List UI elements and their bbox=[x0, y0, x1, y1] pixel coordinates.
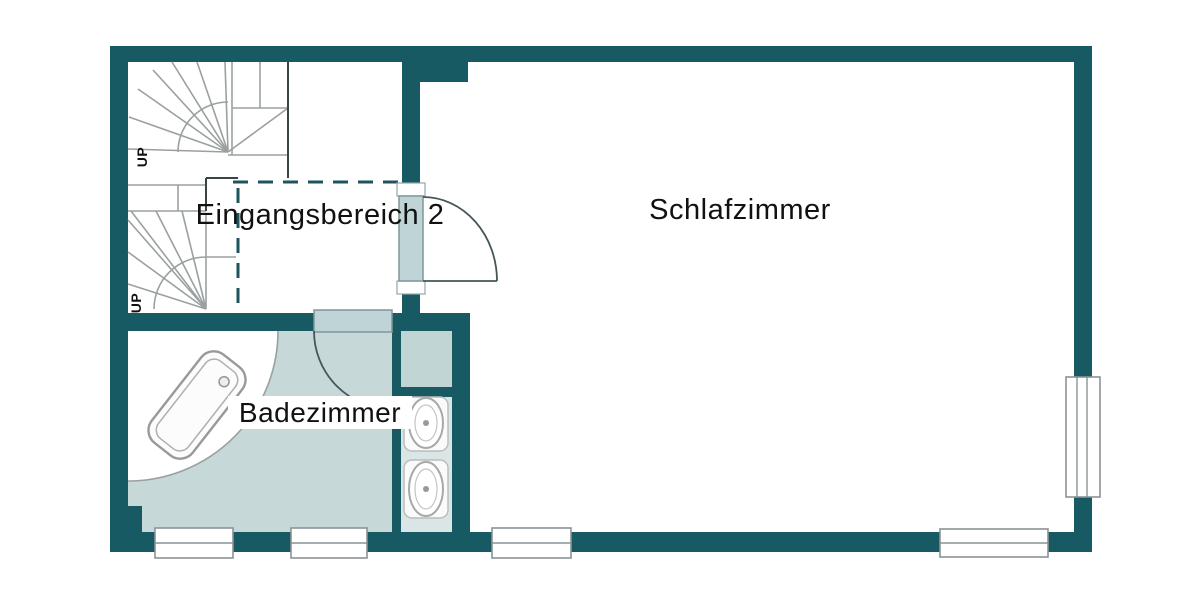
windows bbox=[154, 376, 1101, 559]
shower-alcove bbox=[401, 331, 452, 387]
door-panel bbox=[313, 309, 393, 333]
door-panel bbox=[398, 195, 424, 282]
bathtub bbox=[147, 350, 247, 460]
up-label-lower-stairs: UP bbox=[128, 293, 144, 313]
wall-pier-top bbox=[402, 62, 468, 82]
staircase-lower bbox=[127, 178, 236, 310]
up-label-upper-stairs: UP bbox=[134, 147, 150, 167]
bathroom-label-backdrop bbox=[228, 396, 412, 429]
sink-drain bbox=[423, 486, 429, 492]
room-label-bathroom: Badezimmer bbox=[239, 397, 401, 428]
sink-drain bbox=[423, 420, 429, 426]
wall-bedroom-west-upper bbox=[402, 62, 420, 196]
wall-top bbox=[110, 46, 1092, 62]
wall-alcove-left bbox=[392, 331, 401, 532]
wall-bottom-left-block bbox=[110, 506, 142, 552]
wall-bathroom-top-left bbox=[128, 313, 315, 331]
sink-1 bbox=[403, 396, 449, 452]
entrance-boundary-dashed bbox=[233, 180, 402, 313]
staircase-upper bbox=[127, 61, 289, 179]
bathtub-area-arc bbox=[127, 330, 279, 482]
door-swing-arc bbox=[422, 196, 498, 282]
bathtub-drain bbox=[218, 375, 230, 388]
room-label-entrance: Eingangsbereich 2 bbox=[196, 199, 445, 231]
wall-bedroom-west-lower bbox=[452, 331, 470, 532]
bedroom-door bbox=[396, 182, 498, 295]
wall-left bbox=[110, 46, 128, 552]
door-jamb bbox=[396, 280, 426, 295]
wall-alcove-bottom bbox=[392, 387, 452, 397]
wall-bathroom-top-right bbox=[392, 313, 470, 331]
window-right bbox=[1065, 376, 1101, 498]
sink-2 bbox=[403, 459, 449, 519]
room-label-bedroom: Schlafzimmer bbox=[649, 194, 831, 226]
door-jamb bbox=[396, 182, 426, 197]
